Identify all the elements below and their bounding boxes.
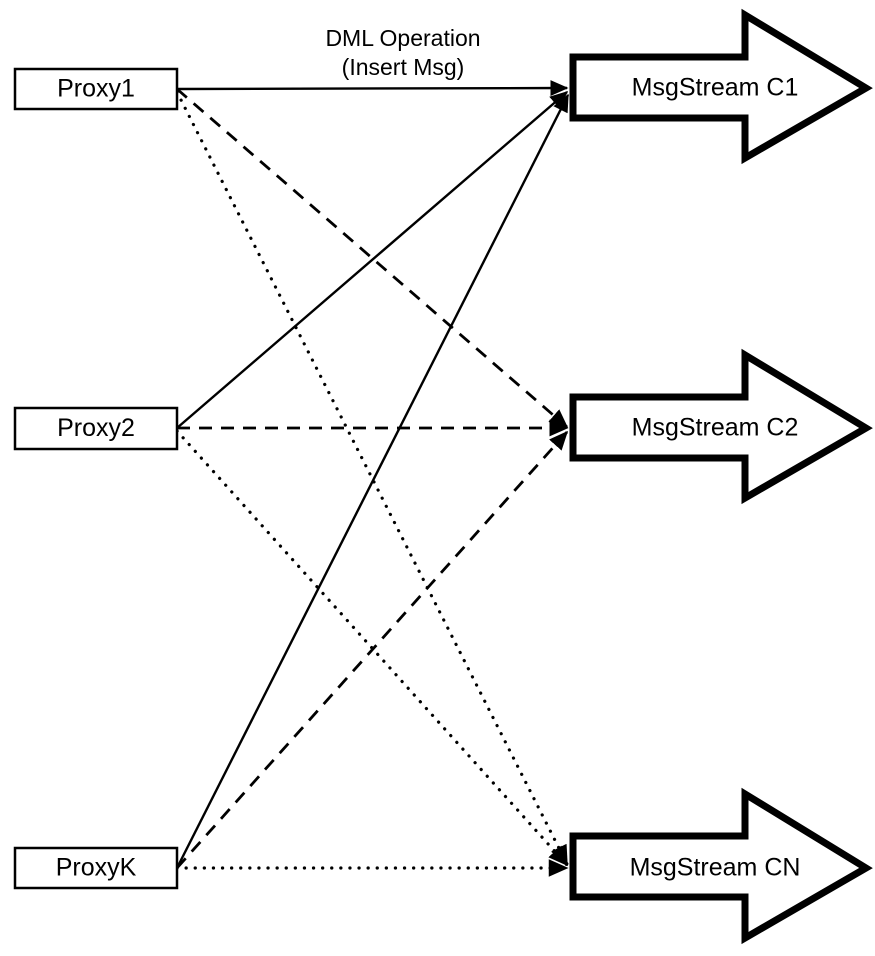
link-proxy1-to-stream-c1[interactable] <box>176 80 569 96</box>
stream-node-c1[interactable]: MsgStream C1 <box>569 8 873 165</box>
link-proxy2-to-stream-c1[interactable] <box>176 91 569 429</box>
edge-caption-dml-operation: DML Operation (Insert Msg) <box>325 25 480 80</box>
link-proxy1-to-stream-cn[interactable] <box>175 90 569 866</box>
stream-c1-arrow-shape[interactable] <box>569 8 873 165</box>
proxy1-box[interactable] <box>13 67 179 111</box>
link-group-proxyk <box>175 93 570 877</box>
link-proxyk-to-stream-c1[interactable] <box>175 93 570 869</box>
proxy-node-proxyk[interactable]: ProxyK <box>13 846 179 890</box>
caption-line-1: DML Operation <box>325 25 480 51</box>
proxy-node-proxy2[interactable]: Proxy2 <box>13 406 179 451</box>
proxy-node-proxy1[interactable]: Proxy1 <box>13 67 179 111</box>
stream-node-cn[interactable]: MsgStream CN <box>569 787 873 945</box>
stream-node-c2[interactable]: MsgStream C2 <box>569 348 873 505</box>
proxy2-box[interactable] <box>13 406 179 451</box>
proxyk-box[interactable] <box>13 846 179 890</box>
link-proxy1-to-stream-c2[interactable] <box>176 87 569 429</box>
proxy2-label: Proxy2 <box>57 414 135 442</box>
link-group-proxy1 <box>175 80 569 866</box>
proxy1-label: Proxy1 <box>57 75 135 103</box>
stream-c1-label: MsgStream C1 <box>632 74 799 102</box>
stream-cn-label: MsgStream CN <box>630 854 801 882</box>
stream-c2-label: MsgStream C2 <box>632 414 799 442</box>
link-proxyk-to-stream-c2[interactable] <box>175 430 569 869</box>
proxyk-label: ProxyK <box>56 854 137 882</box>
caption-line-2: (Insert Msg) <box>342 54 465 80</box>
stream-c2-arrow-shape[interactable] <box>569 348 873 505</box>
stream-cn-arrow-shape[interactable] <box>569 787 873 945</box>
